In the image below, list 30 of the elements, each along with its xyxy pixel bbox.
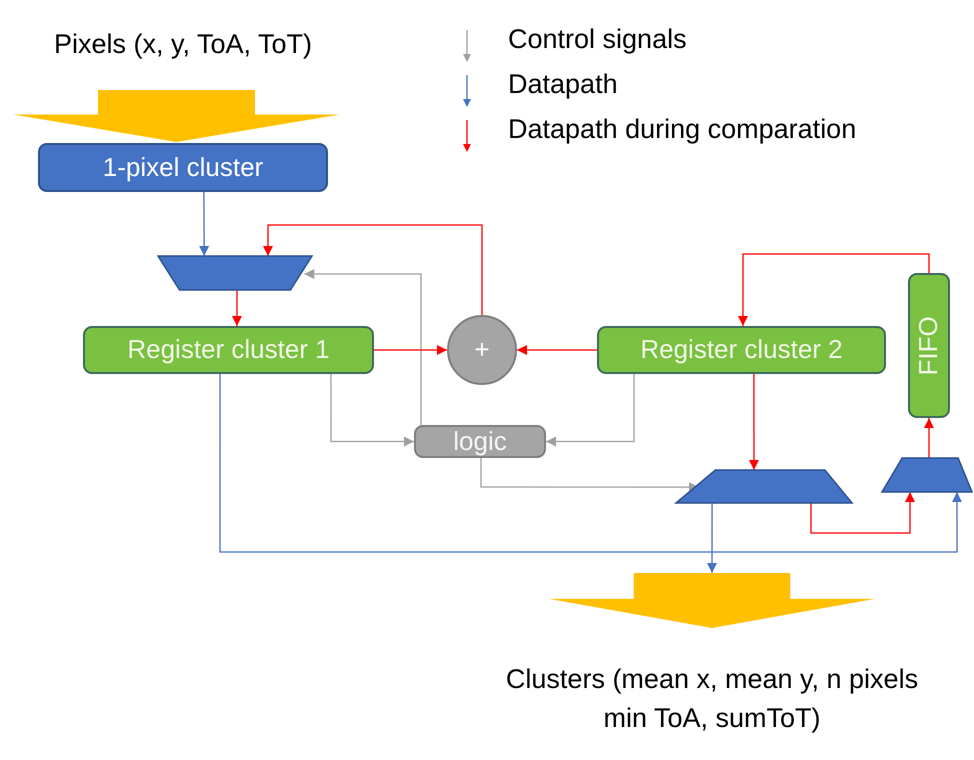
legend-label: Datapath	[508, 69, 618, 100]
input-label: Pixels (x, y, ToA, ToT)	[54, 28, 312, 62]
arrow	[374, 345, 447, 355]
node-label: 1-pixel cluster	[102, 150, 264, 184]
node-label: logic	[453, 424, 507, 458]
arrow	[748, 374, 759, 470]
node-label: Register cluster 1	[127, 333, 330, 366]
legend-label: Datapath during comparation	[508, 114, 856, 145]
arrow	[219, 374, 962, 553]
fifo-box	[908, 273, 950, 418]
arrow	[738, 253, 930, 326]
arrow	[232, 290, 242, 326]
register-box	[83, 326, 374, 374]
arrow	[924, 418, 934, 458]
register-box	[597, 326, 886, 374]
node-label: Register cluster 2	[640, 333, 843, 366]
node-label: +	[474, 333, 490, 366]
arrow	[707, 503, 717, 573]
cluster-box	[38, 143, 328, 192]
arrow	[810, 492, 915, 534]
node-label: FIFO	[912, 316, 944, 376]
arrow	[330, 374, 414, 446]
arrow	[546, 374, 635, 446]
output-label: Clusters (mean x, mean y, n pixels min ToA, sumToT)	[505, 662, 919, 735]
arrow	[304, 269, 422, 425]
arrow	[199, 192, 210, 256]
logic-box	[414, 425, 546, 458]
arrow	[517, 345, 597, 355]
legend-label: Control signals	[508, 24, 687, 55]
arrow	[262, 224, 483, 315]
